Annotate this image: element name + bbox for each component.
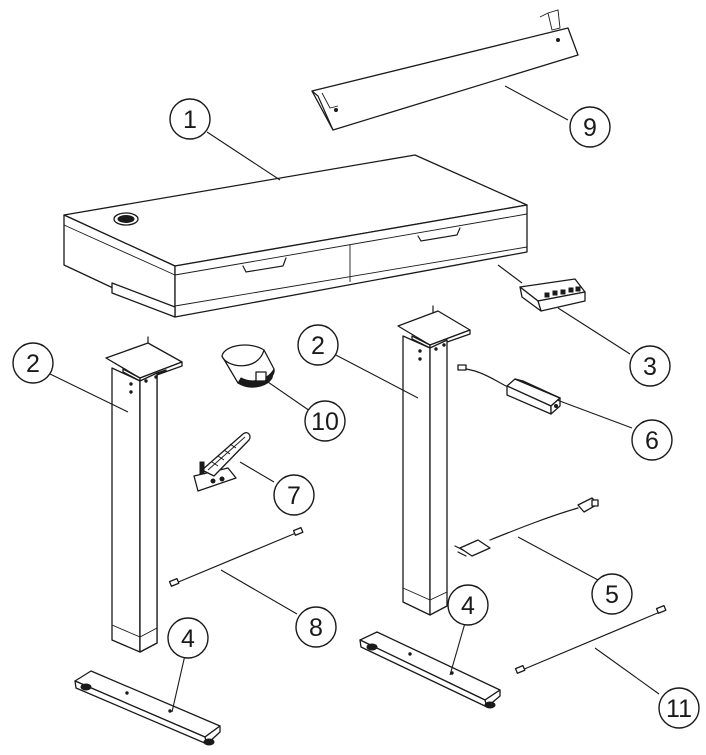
- callout-2-right: 2: [297, 324, 339, 366]
- svg-text:2: 2: [311, 332, 325, 360]
- part-mounting-bracket: [311, 9, 579, 131]
- part-extension-cable-11: [514, 604, 667, 674]
- svg-text:3: 3: [643, 353, 657, 381]
- leader-lines: [47, 85, 660, 713]
- part-hand-controller: [221, 344, 275, 388]
- callout-4-right: 4: [447, 584, 489, 626]
- part-power-adapter: [457, 364, 561, 415]
- svg-text:6: 6: [645, 427, 659, 455]
- svg-text:4: 4: [181, 625, 195, 653]
- callout-7: 7: [273, 474, 315, 516]
- callouts: 1 2 2 3 4 4 5 6: [12, 98, 700, 729]
- part-foot-left: [74, 670, 221, 746]
- svg-text:5: 5: [605, 581, 619, 609]
- svg-text:10: 10: [311, 408, 339, 436]
- part-power-cord: [454, 497, 599, 557]
- svg-text:9: 9: [583, 114, 597, 142]
- part-cable-clip: [193, 432, 251, 492]
- part-lifting-column-right: [397, 305, 471, 616]
- svg-text:11: 11: [666, 695, 692, 723]
- callout-11: 11: [658, 687, 700, 729]
- part-extension-cable-8: [168, 526, 304, 587]
- callout-8: 8: [295, 606, 337, 648]
- part-control-box: [519, 278, 586, 312]
- callout-10: 10: [304, 400, 346, 442]
- part-foot-right: [359, 631, 501, 709]
- svg-text:4: 4: [461, 592, 475, 620]
- svg-text:2: 2: [26, 350, 40, 378]
- callout-3: 3: [629, 345, 671, 387]
- svg-text:7: 7: [287, 482, 301, 510]
- svg-text:8: 8: [309, 614, 323, 642]
- svg-text:1: 1: [183, 106, 197, 134]
- callout-5: 5: [591, 573, 633, 615]
- callout-9: 9: [569, 106, 611, 148]
- part-lifting-column-left: [105, 336, 183, 653]
- callout-2-left: 2: [12, 342, 54, 384]
- part-desktop: [63, 154, 528, 318]
- callout-6: 6: [631, 419, 673, 461]
- callout-1: 1: [169, 98, 211, 140]
- callout-4-left: 4: [167, 617, 209, 659]
